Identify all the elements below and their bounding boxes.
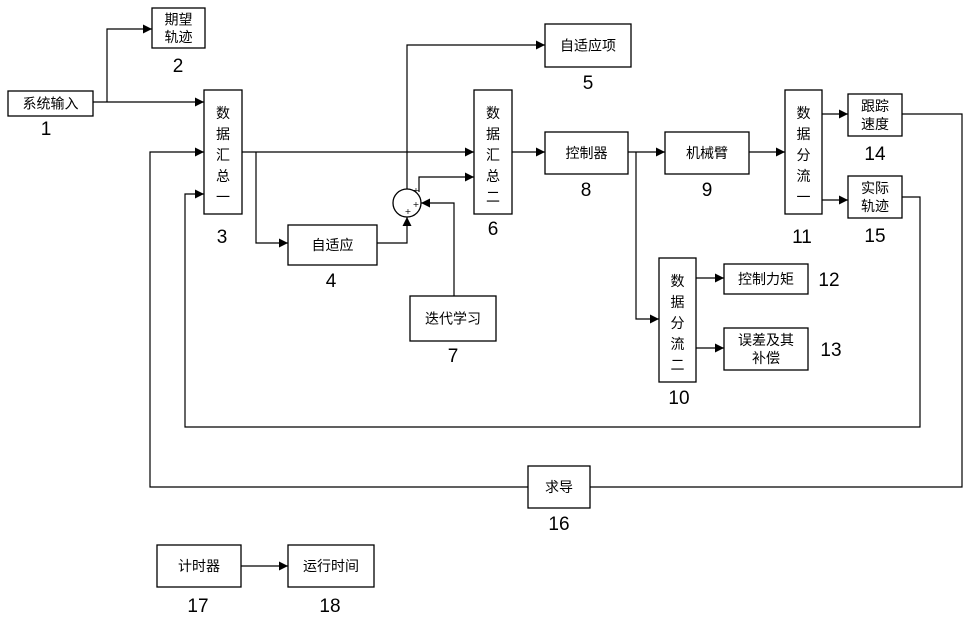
block-number: 5 (583, 73, 594, 94)
block-controller[interactable]: 控制器 8 (545, 132, 628, 201)
block-label: 运行时间 (303, 559, 359, 575)
block-label-char-3: 分 (671, 316, 685, 332)
block-label-line-2: 补偿 (752, 351, 780, 367)
block-label-char-3: 汇 (216, 148, 230, 164)
block-robot-arm[interactable]: 机械臂 9 (665, 132, 749, 201)
block-timer[interactable]: 计时器 17 (157, 545, 241, 617)
block-label-char-5: 一 (797, 190, 811, 206)
block-number: 6 (488, 219, 499, 240)
block-number: 10 (668, 388, 689, 409)
block-number: 2 (173, 56, 184, 77)
block-label-line-2: 轨迹 (165, 30, 193, 46)
block-number: 17 (187, 596, 208, 617)
block-number: 18 (319, 596, 340, 617)
block-data-split-2[interactable]: 数 据 分 流 二 10 (659, 258, 696, 409)
block-adaptive-term[interactable]: 自适应项 5 (545, 24, 631, 94)
wire-adaptive-to-sum (377, 217, 407, 243)
block-number: 4 (326, 271, 337, 292)
block-actual-trajectory[interactable]: 实际 轨迹 15 (848, 176, 902, 247)
block-label: 机械臂 (686, 146, 728, 162)
sum-sign-bottom: + (405, 207, 412, 216)
block-label: 控制器 (566, 146, 608, 162)
sum-sign-right: + (413, 200, 420, 209)
block-label-char-1: 数 (216, 106, 230, 122)
block-label-char-2: 据 (797, 127, 811, 143)
block-control-torque[interactable]: 控制力矩 12 (724, 264, 840, 294)
summing-junction: + + + (393, 186, 421, 217)
block-number: 8 (581, 180, 592, 201)
block-label: 自适应项 (560, 38, 616, 55)
block-label-char-3: 汇 (486, 148, 500, 164)
block-label: 求导 (545, 480, 573, 496)
block-label-char-1: 数 (797, 106, 811, 122)
block-label-line-1: 期望 (165, 13, 193, 29)
block-label-line-1: 跟踪 (861, 99, 889, 115)
block-label-line-2: 速度 (861, 117, 889, 133)
block-label-char-4: 总 (486, 169, 500, 185)
block-label-char-3: 分 (797, 148, 811, 164)
block-number: 15 (864, 226, 885, 247)
block-label-char-4: 流 (671, 337, 685, 353)
block-label-char-1: 数 (486, 106, 500, 122)
block-number: 14 (864, 144, 886, 165)
block-number: 11 (792, 227, 812, 248)
wire-sum-to-merge2 (419, 177, 474, 192)
block-label: 计时器 (178, 559, 220, 575)
block-number: 9 (702, 180, 713, 201)
block-number: 1 (41, 119, 52, 140)
wire-iterative-to-sum (421, 203, 454, 296)
block-label-char-2: 据 (671, 295, 685, 311)
block-iterative-learning[interactable]: 迭代学习 7 (410, 296, 496, 367)
block-error-compensation[interactable]: 误差及其 补偿 13 (724, 328, 842, 370)
block-label: 自适应 (312, 237, 354, 254)
wire-input-to-expected (107, 29, 152, 102)
block-data-split-1[interactable]: 数 据 分 流 一 11 (785, 90, 822, 248)
block-label-char-4: 流 (797, 169, 811, 185)
sum-sign-top: + (413, 186, 420, 195)
block-label-line-1: 误差及其 (738, 333, 794, 349)
block-tracking-speed[interactable]: 跟踪 速度 14 (848, 94, 902, 165)
block-label-char-5: 二 (671, 358, 685, 374)
block-label-line-1: 实际 (861, 181, 889, 197)
wire-speed-to-derivative (590, 114, 962, 487)
block-label: 迭代学习 (425, 312, 481, 328)
block-label-line-2: 轨迹 (861, 199, 889, 215)
block-data-merge-1[interactable]: 数 据 汇 总 一 3 (204, 90, 242, 248)
block-label-char-4: 总 (216, 169, 230, 185)
block-number: 12 (818, 270, 839, 291)
block-number: 13 (820, 340, 841, 361)
block-adaptive[interactable]: 自适应 4 (288, 225, 377, 292)
block-label-char-2: 据 (486, 127, 500, 143)
block-run-time[interactable]: 运行时间 18 (288, 545, 374, 617)
block-expected-trajectory[interactable]: 期望 轨迹 2 (152, 8, 205, 77)
block-label-char-2: 据 (216, 127, 230, 143)
block-number: 3 (217, 227, 228, 248)
block-number: 16 (548, 514, 569, 535)
block-label-char-1: 数 (671, 274, 685, 290)
block-data-merge-2[interactable]: 数 据 汇 总 二 6 (474, 90, 512, 240)
wire-controller-to-split2 (636, 152, 659, 319)
block-derivative[interactable]: 求导 16 (528, 466, 590, 535)
wire-merge1-to-adaptive (256, 152, 288, 243)
block-label-char-5: 一 (216, 190, 230, 206)
block-label: 系统输入 (23, 97, 79, 113)
block-number: 7 (448, 346, 459, 367)
block-label-char-5: 二 (486, 190, 500, 206)
block-system-input[interactable]: 系统输入 1 (8, 91, 93, 140)
block-label: 控制力矩 (738, 272, 794, 288)
